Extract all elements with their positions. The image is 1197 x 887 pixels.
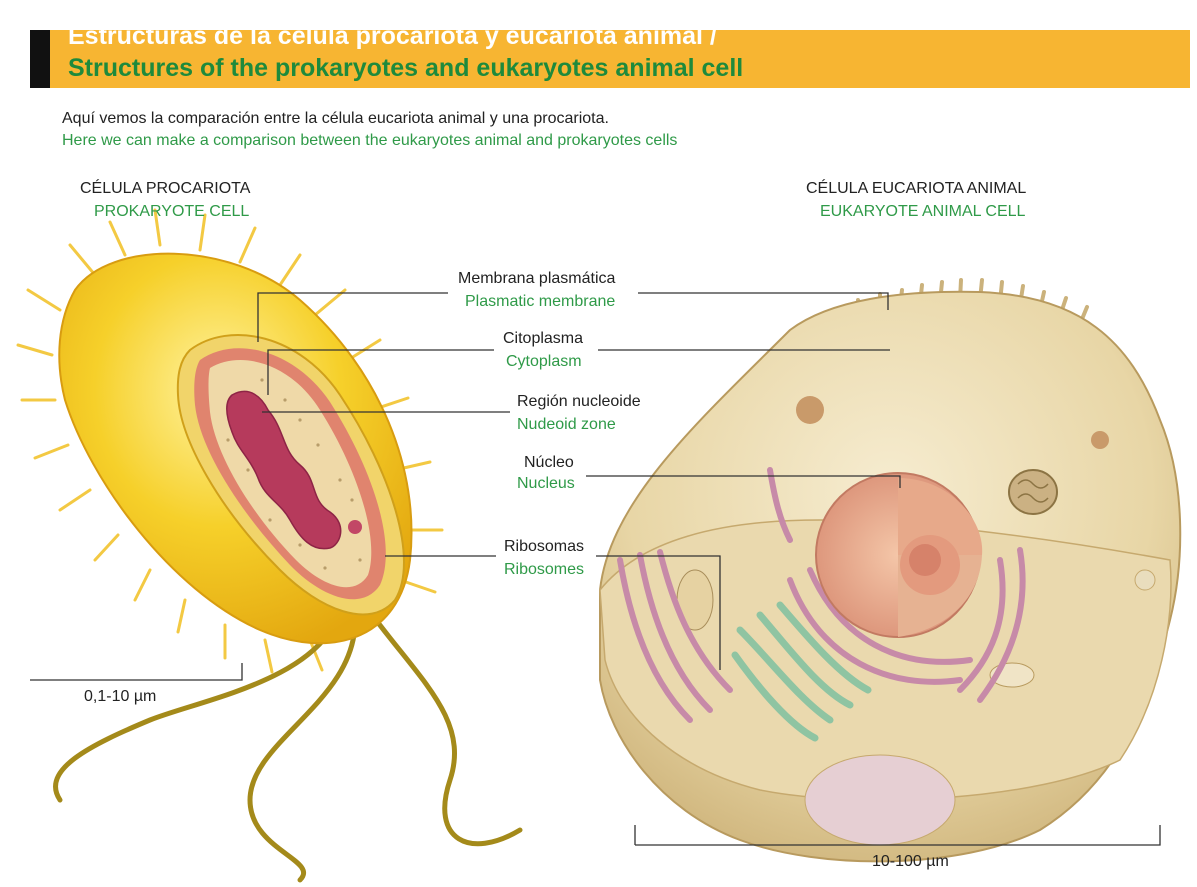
flagella <box>56 610 520 880</box>
prokaryote-cell <box>59 254 411 644</box>
label-nucleus-en: Nucleus <box>517 475 575 493</box>
prokaryote-subtitle: PROKARYOTE CELL <box>94 203 249 221</box>
eukaryote-subtitle: EUKARYOTE ANIMAL CELL <box>820 203 1025 221</box>
label-cytoplasm-en: Cytoplasm <box>506 353 582 371</box>
label-membrane-en: Plasmatic membrane <box>465 293 615 311</box>
eukaryote-scale: 10-100 µm <box>872 853 949 871</box>
label-nucleoid-es: Región nucleoide <box>517 393 641 411</box>
prokaryote-scale: 0,1-10 µm <box>84 688 156 706</box>
label-membrane-es: Membrana plasmática <box>458 270 615 288</box>
label-cytoplasm-es: Citoplasma <box>503 330 583 348</box>
eukaryote-title: CÉLULA EUCARIOTA ANIMAL <box>806 180 1026 198</box>
label-nucleoid-en: Nudeoid zone <box>517 416 616 434</box>
label-ribosomes-es: Ribosomas <box>504 538 584 556</box>
label-ribosomes-en: Ribosomes <box>504 561 584 579</box>
label-nucleus-es: Núcleo <box>524 454 574 472</box>
eukaryote-cell <box>600 280 1180 861</box>
prokaryote-title: CÉLULA PROCARIOTA <box>80 180 250 198</box>
